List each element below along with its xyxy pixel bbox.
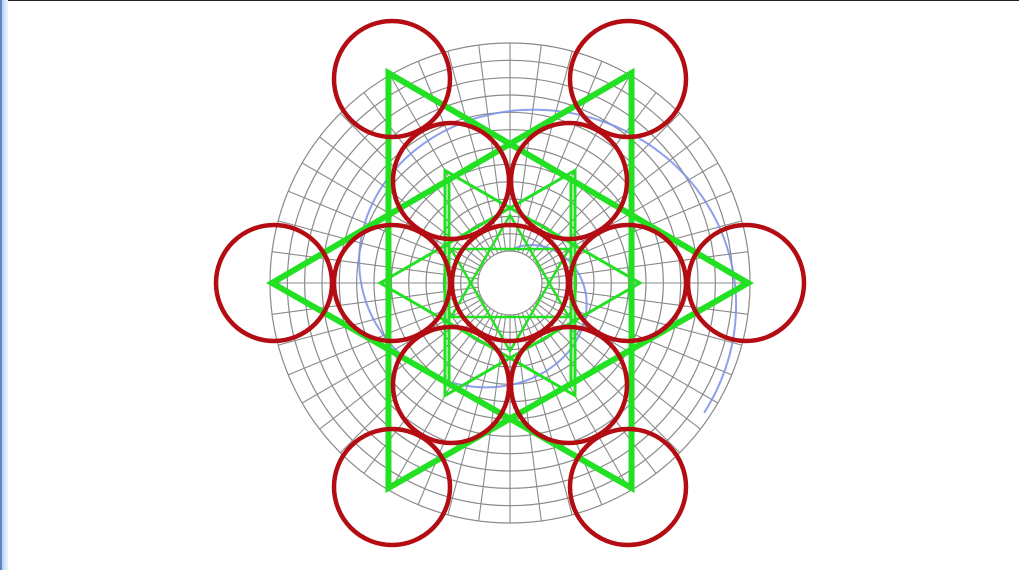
large-triangle-right — [385, 67, 755, 494]
circle-5 — [508, 120, 630, 242]
circle-set — [213, 18, 807, 548]
top-border — [0, 0, 1019, 1]
grid-spoke — [478, 314, 507, 522]
grid-spoke — [525, 310, 631, 492]
circle-9 — [685, 222, 807, 344]
grid-spoke — [319, 302, 485, 430]
grid-spoke — [389, 74, 495, 256]
grid-spoke — [525, 74, 631, 256]
circle-11 — [567, 18, 689, 140]
circle-12 — [331, 426, 453, 548]
small-triangle-a — [448, 247, 572, 354]
grid-ring — [477, 250, 543, 316]
grid-spoke — [535, 136, 701, 264]
circle-10 — [331, 18, 453, 140]
circle-8 — [213, 222, 335, 344]
inner-triangle-a — [443, 167, 643, 399]
circle-7 — [508, 324, 630, 446]
circle-13 — [567, 426, 689, 548]
grid-spoke — [319, 136, 485, 264]
window-left-edge — [0, 0, 8, 570]
window-left-edge-line — [0, 0, 2, 570]
large-triangle-left — [265, 67, 635, 494]
polar-grid — [269, 42, 751, 524]
grid-spoke — [513, 314, 542, 522]
grid-spoke — [535, 302, 701, 430]
star-lines — [265, 67, 755, 494]
grid-spoke — [389, 310, 495, 492]
grid-spoke — [513, 44, 542, 252]
grid-spoke — [478, 44, 507, 252]
inner-triangle-b — [377, 167, 577, 399]
small-triangle-b — [448, 212, 572, 319]
